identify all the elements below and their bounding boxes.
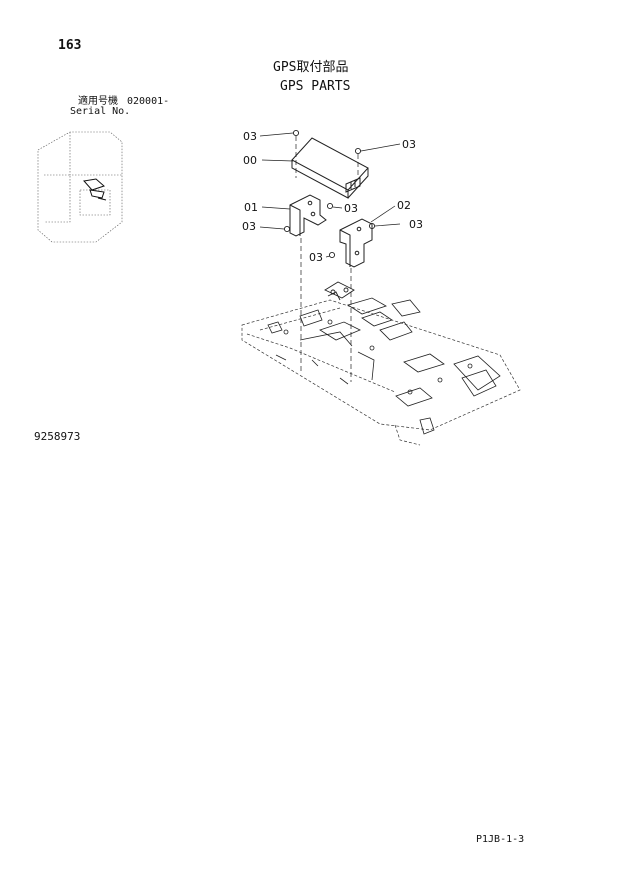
assembly-lines	[295, 136, 359, 382]
gps-unit	[291, 137, 369, 199]
serial-number-value: 020001-	[127, 96, 170, 107]
callout-03-top-right: 03	[402, 138, 416, 151]
figure-code: 9258973	[34, 430, 81, 443]
frame-components	[267, 297, 501, 435]
machine-frame	[241, 299, 521, 446]
title-japanese: GPS取付部品	[273, 60, 349, 75]
leader-lines	[259, 132, 401, 258]
serial-label-japanese: 適用号機	[78, 96, 118, 107]
callout-01: 01	[244, 201, 258, 214]
callout-03-right: 03	[409, 218, 423, 231]
bracket-02	[339, 218, 373, 268]
callout-02: 02	[397, 199, 411, 212]
callout-03-mid: 03	[344, 202, 358, 215]
page-code: P1JB-1-3	[476, 834, 525, 845]
serial-label-english: Serial No.	[70, 106, 131, 117]
callout-03-low: 03	[309, 251, 323, 264]
key-map-highlight	[83, 178, 107, 201]
callout-03-left: 03	[242, 220, 256, 233]
bracket-01	[289, 194, 327, 237]
mount-block	[324, 281, 355, 301]
callout-03-top-left: 03	[243, 130, 257, 143]
callout-00: 00	[243, 154, 257, 167]
page-number: 163	[58, 38, 82, 53]
screws-03	[283, 129, 376, 259]
title-english: GPS PARTS	[280, 79, 351, 94]
key-map-thumbnail	[37, 131, 123, 243]
